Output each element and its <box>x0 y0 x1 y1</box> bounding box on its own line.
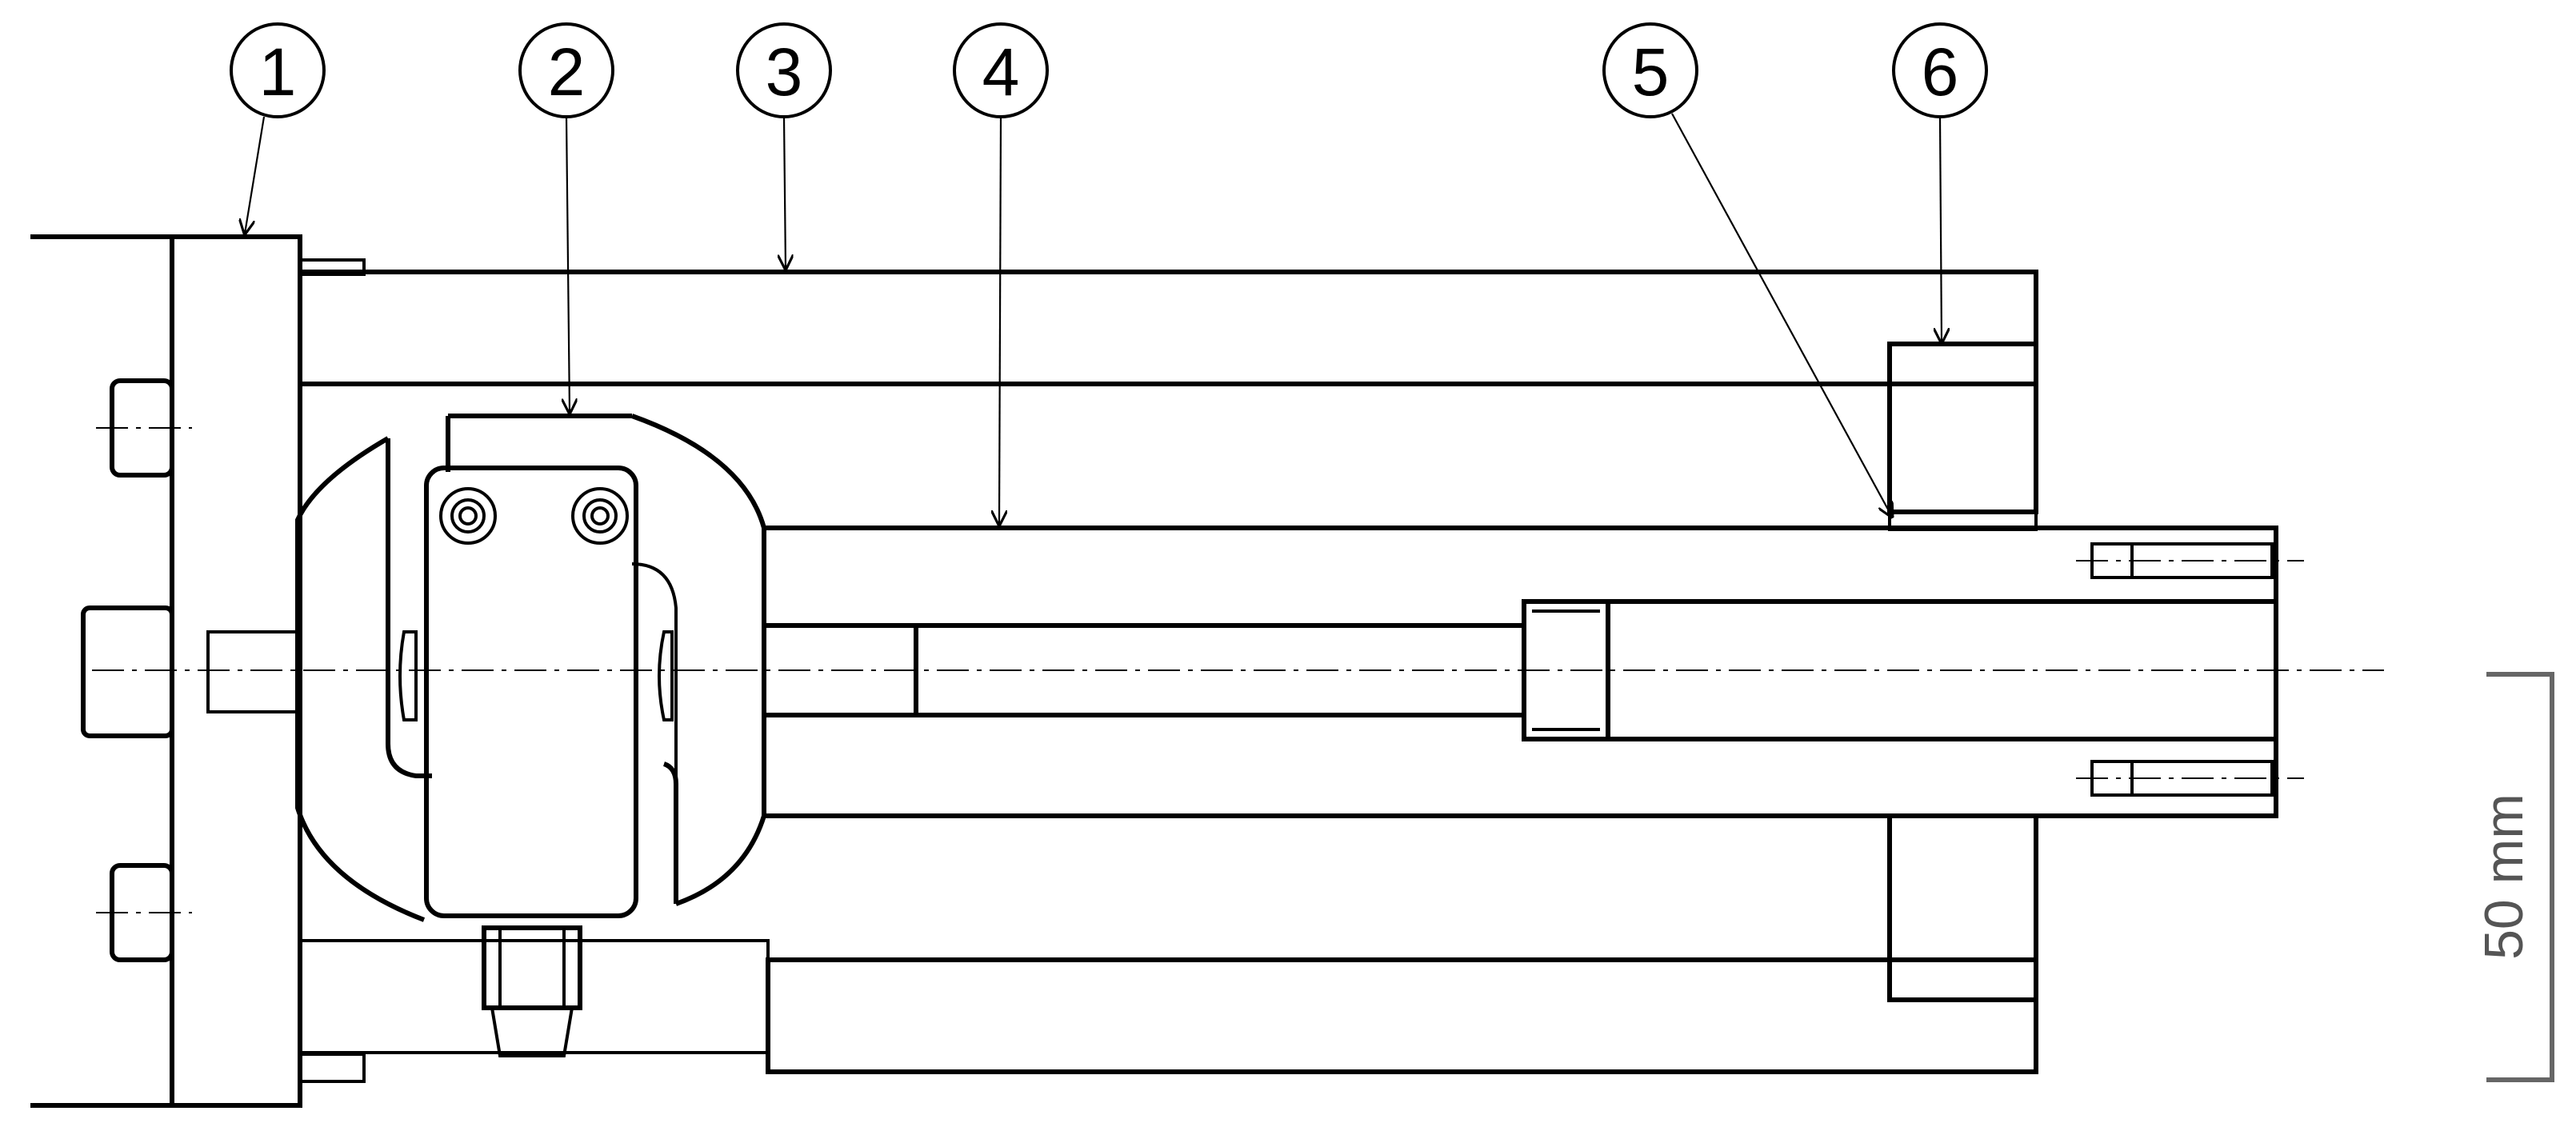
callout-6: 6 <box>1892 22 1988 342</box>
inner-tube <box>762 526 2304 818</box>
scale-bar: 50 mm <box>2474 672 2554 1082</box>
outer-tube <box>298 258 2038 1083</box>
callout-1: 1 <box>230 22 326 234</box>
callout-3: 3 <box>736 22 832 269</box>
callout-label: 2 <box>548 34 586 110</box>
bearing-ring <box>1887 342 2038 1002</box>
callout-label: 3 <box>766 34 803 110</box>
callout-label: 5 <box>1632 34 1670 110</box>
callout-label: 1 <box>259 34 297 110</box>
callout-label: 6 <box>1922 34 1959 110</box>
scale-bar-label: 50 mm <box>2474 793 2534 960</box>
clamp-assembly <box>295 414 766 1057</box>
callout-5: 5 <box>1602 22 1892 517</box>
callout-2: 2 <box>518 22 614 413</box>
callout-label: 4 <box>982 34 1020 110</box>
flange-bolts <box>81 378 302 962</box>
callout-4: 4 <box>953 22 1049 525</box>
